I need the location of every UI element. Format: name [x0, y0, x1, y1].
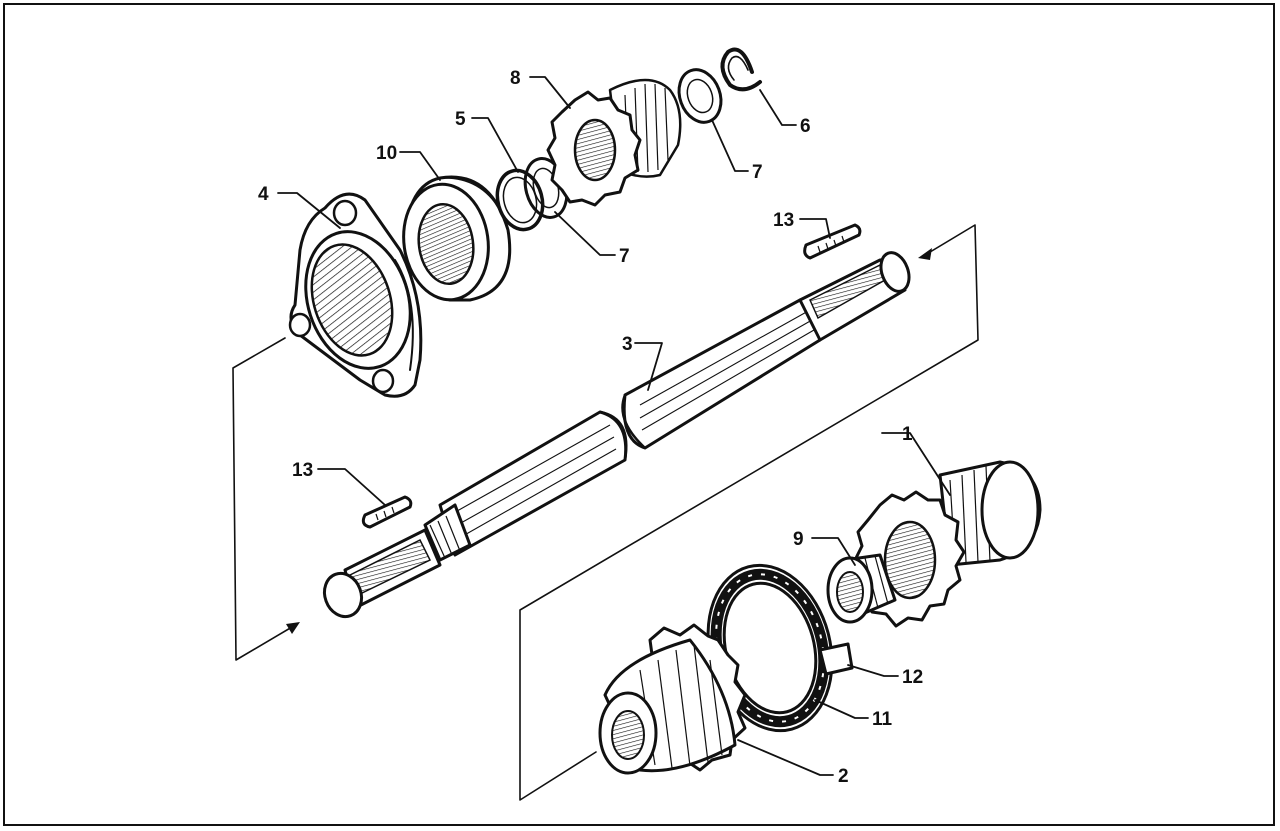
- leader-part-13-upper: [799, 218, 831, 239]
- label-part-13-upper: 13: [773, 210, 794, 231]
- leader-part-6: [759, 89, 797, 126]
- leader-part-3: [634, 342, 663, 391]
- spacer-part-9: [826, 553, 897, 624]
- cone-sprocket-part-2: [598, 623, 747, 775]
- leader-part-1: [881, 432, 951, 496]
- leader-part-7-upper: [711, 119, 749, 172]
- key-part-13-lower: [361, 495, 413, 529]
- leader-part-13-lower: [317, 468, 386, 506]
- assembly-guide-lines: [232, 224, 979, 801]
- master-link-part-12: [818, 642, 854, 676]
- label-part-12: 12: [902, 667, 923, 688]
- flange-housing-part-4: [288, 192, 423, 398]
- label-part-5: 5: [455, 109, 466, 130]
- part-labels: 1 2 3 4 5 6 7 7 8 9 10 11 12 13 13: [258, 68, 923, 787]
- label-part-1: 1: [902, 424, 913, 445]
- label-part-10: 10: [376, 143, 397, 164]
- leader-part-2: [737, 739, 834, 776]
- leader-part-11: [814, 699, 869, 719]
- label-part-8: 8: [510, 68, 521, 89]
- upper-sprocket-part-8: [546, 78, 682, 207]
- label-part-6: 6: [800, 116, 811, 137]
- washer-part-7-upper: [677, 68, 723, 124]
- label-part-9: 9: [793, 529, 804, 550]
- leader-part-7-lower: [554, 211, 616, 256]
- shaft-part-3-lower: [322, 410, 628, 619]
- label-part-7-lower: 7: [619, 246, 630, 267]
- label-part-4: 4: [258, 184, 269, 205]
- sprocket-hub-part-1: [853, 460, 1042, 628]
- shaft-part-3-upper: [621, 251, 911, 450]
- key-part-13-upper: [803, 223, 862, 260]
- label-part-7-upper: 7: [752, 162, 763, 183]
- leader-part-8: [529, 76, 571, 109]
- label-part-11: 11: [872, 709, 893, 730]
- leader-part-10: [399, 151, 441, 181]
- label-part-3: 3: [622, 334, 633, 355]
- snap-ring-part-6: [720, 47, 762, 92]
- bearing-part-10: [402, 175, 512, 302]
- leader-part-9: [811, 537, 856, 566]
- label-part-2: 2: [838, 766, 849, 787]
- leader-lines: [277, 76, 951, 776]
- leader-part-5: [471, 117, 519, 173]
- leader-part-4: [277, 192, 341, 229]
- label-part-13-lower: 13: [292, 460, 313, 481]
- leader-part-12: [847, 664, 899, 677]
